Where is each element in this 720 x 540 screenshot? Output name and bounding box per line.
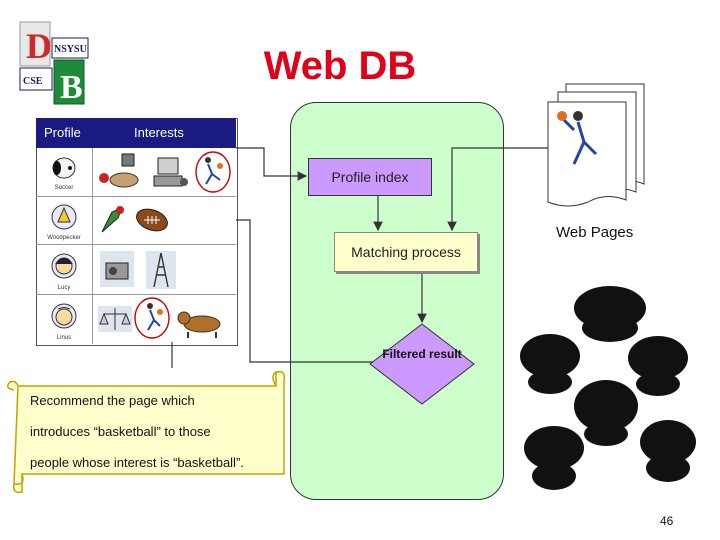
interests-row-2 — [101, 206, 168, 233]
basketball-player-icon — [147, 309, 161, 331]
interests-row-4 — [98, 297, 221, 339]
profile-index-box: Profile index — [308, 158, 432, 196]
silhouette-person-icon — [520, 334, 580, 378]
computer-icon — [157, 157, 179, 175]
matching-process-box: Matching process — [334, 232, 478, 272]
table-row: Lucy — [51, 253, 77, 291]
silhouette-person-icon — [628, 336, 688, 380]
recommendation-text: Recommend the page which introduces “bas… — [30, 392, 280, 485]
logo-b: B — [60, 69, 83, 106]
interests-row-1 — [99, 151, 231, 193]
food-icon — [109, 172, 139, 188]
header-profile: Profile — [44, 125, 81, 140]
woodpecker-avatar-icon — [57, 206, 71, 223]
mouse-icon — [180, 178, 188, 186]
profile-name: Lucy — [58, 285, 71, 291]
profile-name: Linus — [57, 335, 71, 341]
recommendation-scroll — [7, 370, 286, 494]
table-column-divider — [92, 148, 93, 344]
users-silhouettes — [520, 286, 696, 490]
table-row-divider — [36, 244, 236, 245]
header-interests: Interests — [134, 125, 184, 140]
line-table-to-filtered — [236, 219, 420, 363]
page-number: 46 — [660, 514, 674, 528]
table-row: Woodpecker — [47, 204, 81, 241]
nsysu-cse-db-logo: D NSYSU CSE B — [19, 21, 89, 106]
table-row: Soccer — [52, 157, 76, 191]
linus-avatar-icon — [55, 308, 73, 326]
logo-cse: CSE — [23, 76, 43, 87]
web-page-icon — [547, 101, 627, 207]
scales-of-justice-icon — [99, 308, 131, 330]
recommendation-line: Recommend the page which — [30, 393, 195, 408]
arrow-webpages-to-matching — [447, 147, 548, 232]
recommendation-line: introduces “basketball” to those — [30, 424, 211, 439]
logo-nsysu: NSYSU — [54, 44, 87, 55]
profile-table-header — [36, 118, 236, 148]
silhouette-person-icon — [640, 420, 696, 464]
profile-name: Woodpecker — [47, 235, 81, 241]
silhouette-person-icon — [574, 380, 638, 432]
web-pages-stack — [547, 83, 645, 207]
highlight-circle-icon — [134, 297, 170, 339]
table-row-divider — [36, 294, 236, 295]
eiffel-tower-icon — [153, 252, 169, 288]
recommendation-line: people whose interest is “basketball”. — [30, 455, 244, 470]
basketball-player-icon — [205, 163, 221, 185]
web-pages-label: Web Pages — [556, 224, 634, 241]
basketball-player-icon — [562, 118, 598, 165]
profile-name: Soccer — [55, 185, 74, 191]
silhouette-person-icon — [524, 426, 584, 470]
apple-icon — [99, 173, 109, 183]
highlight-circle-icon — [195, 151, 231, 193]
interests-row-3 — [100, 251, 176, 289]
arrow-table-to-index — [236, 147, 308, 181]
table-row: Linus — [51, 303, 77, 341]
slide-title: Web DB — [263, 44, 417, 88]
filtered-result-label: Filtered result — [382, 347, 462, 361]
filtered-result-diamond — [369, 323, 475, 405]
table-row-divider — [36, 196, 236, 197]
camera-icon — [121, 153, 135, 167]
logo-d: D — [26, 26, 52, 66]
